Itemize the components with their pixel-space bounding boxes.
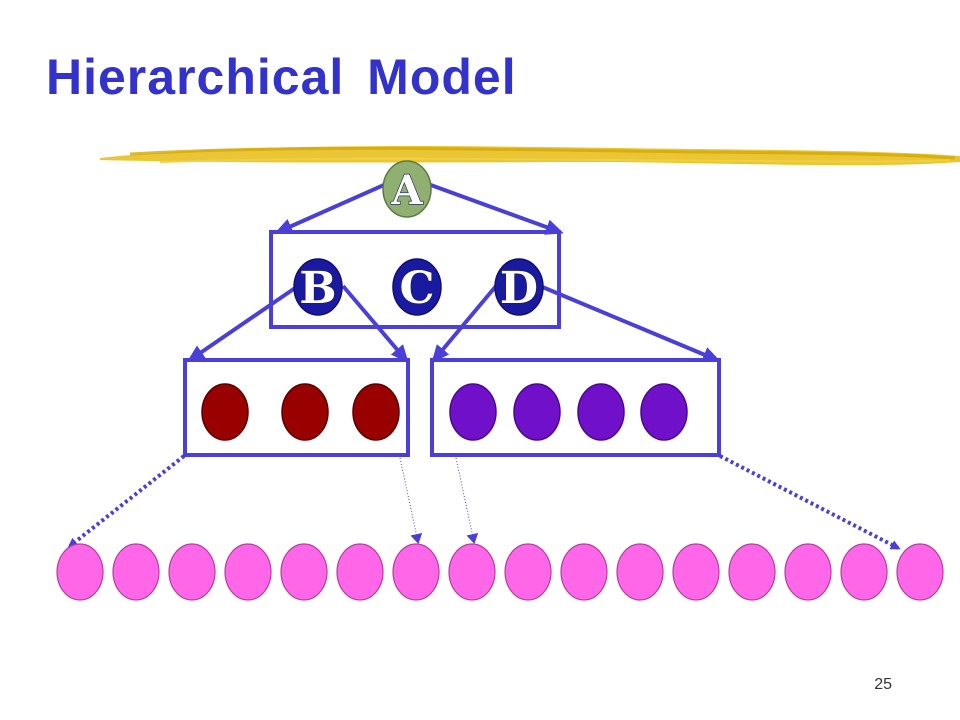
level1-box — [269, 230, 561, 329]
level1-node-d: D — [494, 258, 544, 316]
leaf-node — [840, 543, 888, 601]
level2-left-box — [183, 358, 410, 457]
leaf-node — [112, 543, 160, 601]
level2-left-node — [352, 383, 400, 441]
leaf-node — [728, 543, 776, 601]
leaf-node — [168, 543, 216, 601]
leaf-node — [336, 543, 384, 601]
leaf-node — [56, 543, 104, 601]
slide-title: Hierarchical Model — [46, 49, 517, 105]
arrow-b-to-left-box-left — [186, 284, 300, 363]
leaf-node — [672, 543, 720, 601]
leaf-node — [280, 543, 328, 601]
dotted-arrow-to-last-leaf — [719, 454, 901, 550]
level1-node-c-label: C — [399, 263, 434, 314]
level1-node-d-label: D — [500, 263, 538, 314]
arrow-d-to-right-box-left — [431, 284, 498, 364]
yellow-brush-underline-icon — [100, 146, 960, 166]
leaf-row — [56, 543, 944, 601]
arrow-b-to-left-box-right — [341, 284, 409, 364]
level2-right-box — [430, 358, 721, 457]
arrow-d-to-right-box-right — [539, 284, 721, 362]
page-number: 25 — [874, 676, 892, 693]
level1-node-c: C — [392, 258, 442, 316]
level1-node-b-label: B — [299, 263, 336, 314]
root-node-a: A — [382, 160, 432, 218]
level2-right-node — [449, 383, 497, 441]
dotted-arrow-to-first-leaf — [67, 454, 186, 548]
arrow-a-to-box-left — [274, 182, 387, 234]
leaf-node — [392, 543, 440, 601]
leaf-node — [616, 543, 664, 601]
level1-node-b: B — [293, 258, 343, 316]
thin-arrow-to-middle-leaf-left — [399, 457, 423, 544]
level2-right-node — [640, 383, 688, 441]
level2-left-node — [201, 383, 249, 441]
level2-left-node — [281, 383, 329, 441]
arrow-a-to-box-right — [427, 182, 564, 235]
thin-arrow-to-middle-leaf-right — [455, 457, 479, 544]
leaf-node — [224, 543, 272, 601]
level2-right-node — [577, 383, 625, 441]
leaf-node — [896, 543, 944, 601]
root-node-label: A — [390, 167, 423, 214]
leaf-node — [504, 543, 552, 601]
leaf-node — [784, 543, 832, 601]
leaf-node — [448, 543, 496, 601]
level2-right-node — [513, 383, 561, 441]
leaf-node — [560, 543, 608, 601]
